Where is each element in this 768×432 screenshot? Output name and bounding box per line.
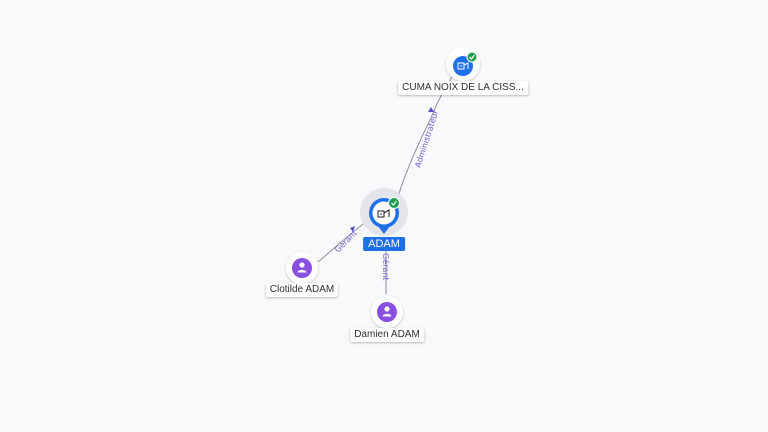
edge-label-gerant: Gérant bbox=[381, 253, 391, 281]
main-node[interactable] bbox=[360, 188, 408, 236]
edge-main-person1 bbox=[317, 221, 367, 263]
edge-arrow bbox=[350, 226, 355, 232]
verified-badge-icon bbox=[466, 51, 478, 63]
person-node-label: Clotilde ADAM bbox=[265, 283, 339, 297]
person-node-label: Damien ADAM bbox=[350, 328, 424, 342]
edge-label-gerant: Gérant bbox=[332, 228, 359, 255]
person-icon bbox=[382, 306, 392, 317]
person-icon bbox=[297, 262, 307, 273]
building-icon bbox=[377, 209, 390, 218]
main-node-label: ADAM bbox=[363, 237, 405, 251]
verified-badge-icon bbox=[388, 197, 400, 209]
person-node-damien[interactable] bbox=[371, 296, 403, 328]
building-icon bbox=[457, 62, 469, 70]
company-node[interactable] bbox=[446, 47, 480, 81]
company-node-label: CUMA NOIX DE LA CISS... bbox=[398, 81, 528, 95]
edge-label-administrateur: Administrateur bbox=[413, 108, 440, 168]
person-node-clotilde[interactable] bbox=[286, 252, 318, 284]
edge-arrow bbox=[428, 107, 434, 112]
